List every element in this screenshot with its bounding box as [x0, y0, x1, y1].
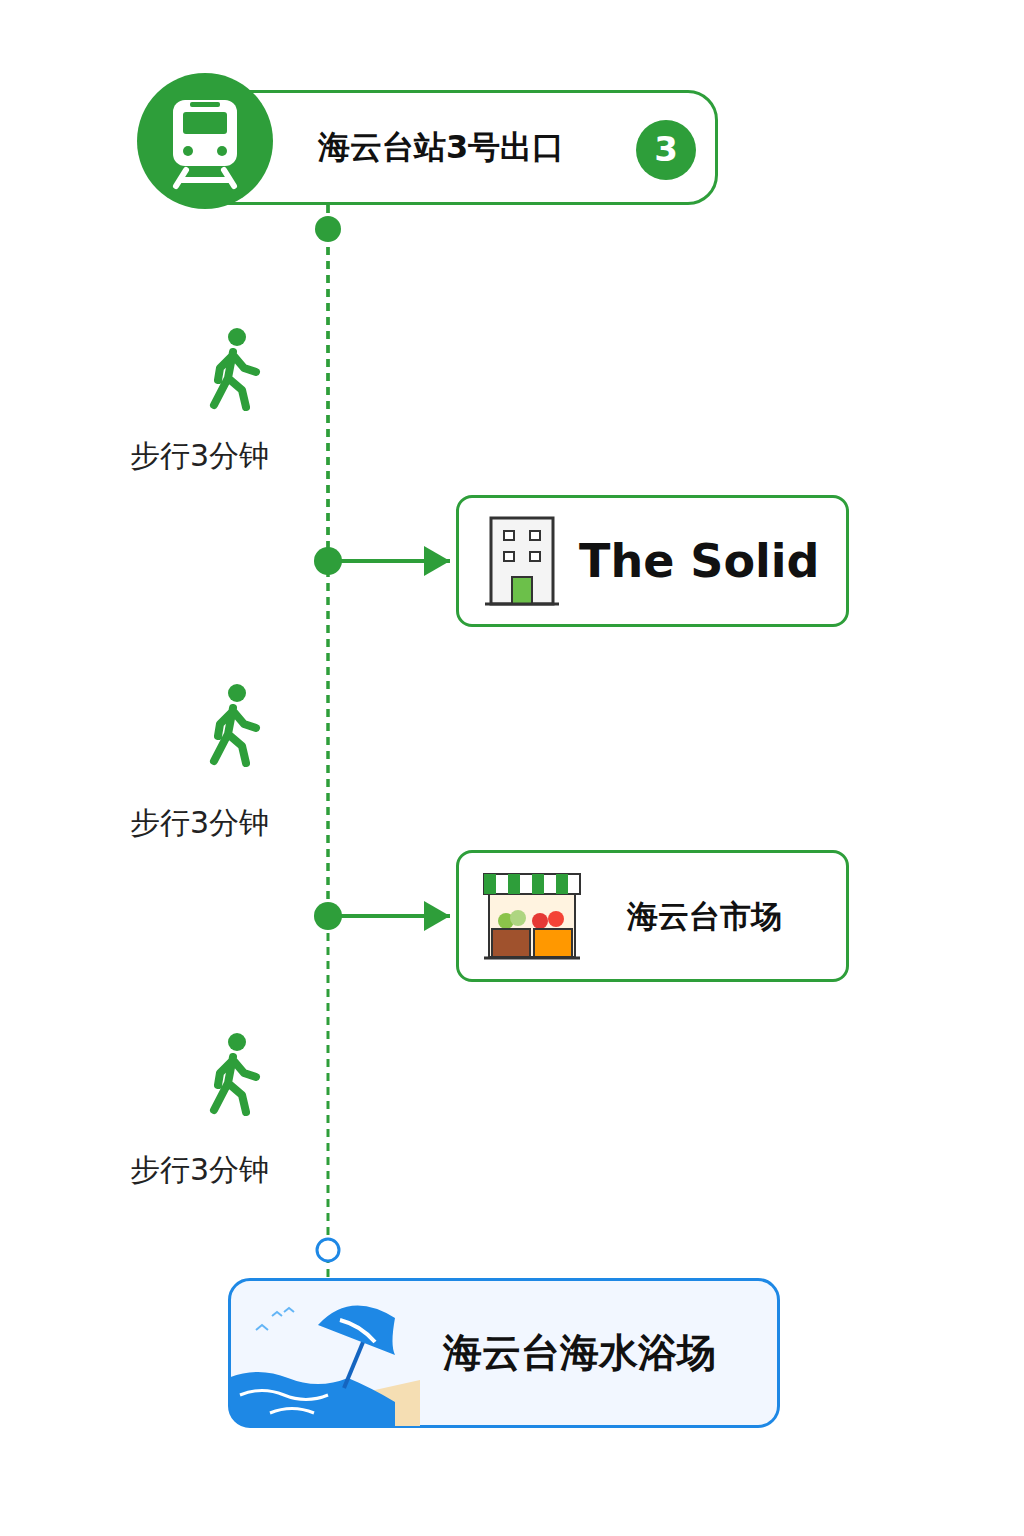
walking-icon [214, 328, 256, 407]
building-icon [485, 518, 559, 604]
node-text: 3 [654, 131, 678, 168]
place-box: The Solid [456, 495, 849, 627]
walk-time-label: 步行3分钟 [130, 803, 269, 844]
market-stall-icon [484, 874, 580, 958]
walking-icon [214, 1033, 256, 1112]
walk-time-label: 步行3分钟 [130, 436, 269, 477]
route-dot [317, 1239, 339, 1261]
node-text: 海云台市场 [627, 899, 782, 933]
route-dot [314, 547, 342, 575]
route-connector [328, 205, 450, 561]
route-dot [315, 216, 341, 242]
walk-time-label: 步行3分钟 [130, 1150, 269, 1191]
route-connector [328, 205, 450, 916]
station-exit-box: 海云台站3号出口 3 [200, 90, 718, 205]
place-box: 海云台市场 [456, 850, 849, 982]
route-dot [314, 902, 342, 930]
train-icon [137, 73, 273, 209]
walking-icon [214, 684, 256, 763]
node-text: The Solid [579, 536, 820, 587]
route-connector [328, 205, 329, 1278]
beach-illustration [230, 1306, 420, 1426]
destination-box: 海云台海水浴场 [228, 1278, 780, 1428]
exit-number-badge: 3 [636, 120, 696, 180]
node-text: 海云台海水浴场 [443, 1332, 716, 1375]
node-text: 海云台站3号出口 [318, 130, 564, 165]
